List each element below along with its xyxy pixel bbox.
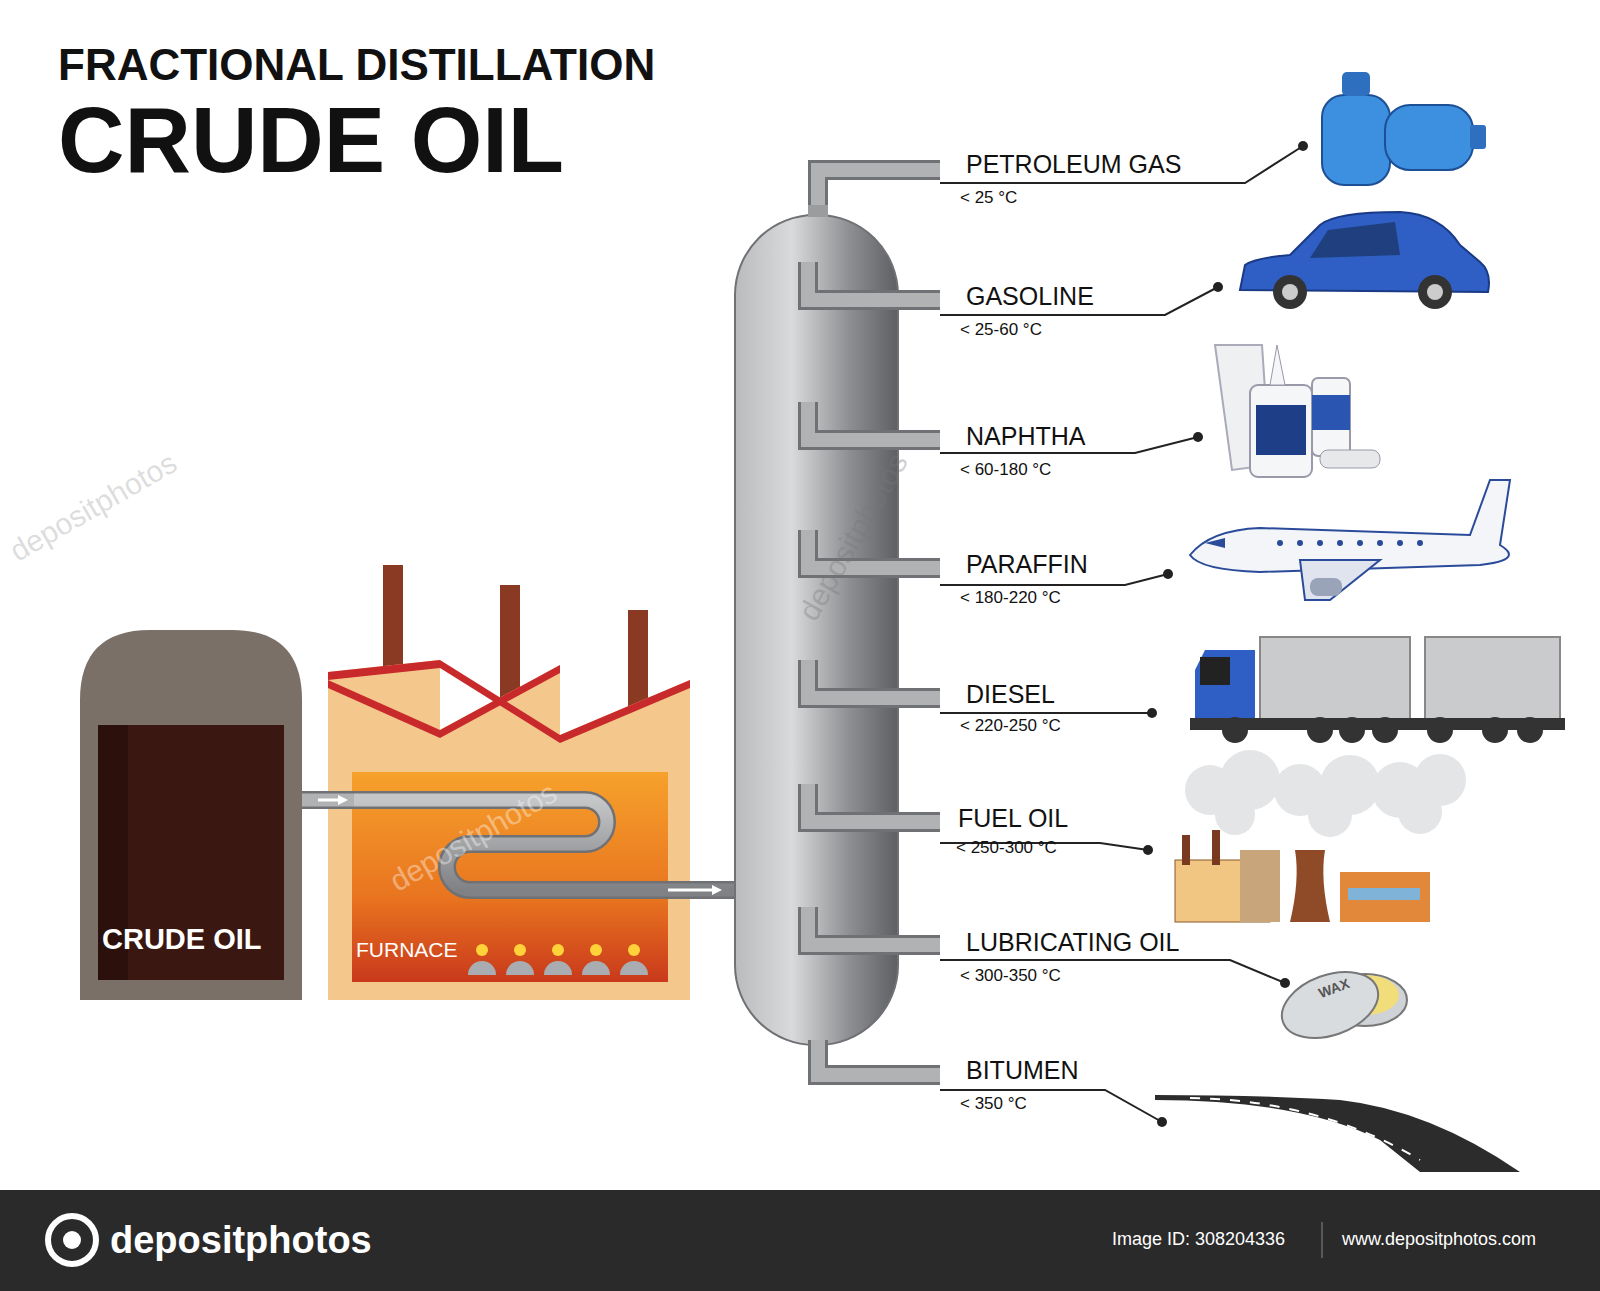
feed-pipe	[302, 795, 354, 805]
watermark: depositphotos	[4, 446, 183, 569]
fraction-name: LUBRICATING OIL	[966, 928, 1179, 957]
boiling-range: < 250-300 °C	[956, 838, 1057, 858]
image-id: Image ID: 308204336	[1112, 1229, 1285, 1250]
site-url: www.depositphotos.com	[1342, 1229, 1536, 1250]
boiling-range: < 220-250 °C	[960, 716, 1061, 736]
fraction-name: GASOLINE	[966, 282, 1094, 311]
fraction-name: DIESEL	[966, 680, 1055, 709]
crude-oil-tank: CRUDE OIL	[80, 630, 302, 1002]
fraction-name: BITUMEN	[966, 1056, 1079, 1085]
fraction-name: PARAFFIN	[966, 550, 1088, 579]
fraction-name: NAPHTHA	[966, 422, 1085, 451]
boiling-range: < 350 °C	[960, 1094, 1027, 1114]
title-sub: CRUDE OIL	[58, 88, 564, 193]
node-label: CRUDE OIL	[102, 923, 262, 956]
boiling-range: < 25-60 °C	[960, 320, 1042, 340]
fraction-name: PETROLEUM GAS	[966, 150, 1181, 179]
title: FRACTIONAL DISTILLATION	[58, 40, 655, 90]
boiling-range: < 300-350 °C	[960, 966, 1061, 986]
boiling-range: < 25 °C	[960, 188, 1017, 208]
fraction-name: FUEL OIL	[958, 804, 1068, 833]
node-label: FURNACE	[356, 938, 458, 962]
boiling-range: < 180-220 °C	[960, 588, 1061, 608]
boiling-range: < 60-180 °C	[960, 460, 1051, 480]
brand: depositphotos	[110, 1219, 372, 1262]
